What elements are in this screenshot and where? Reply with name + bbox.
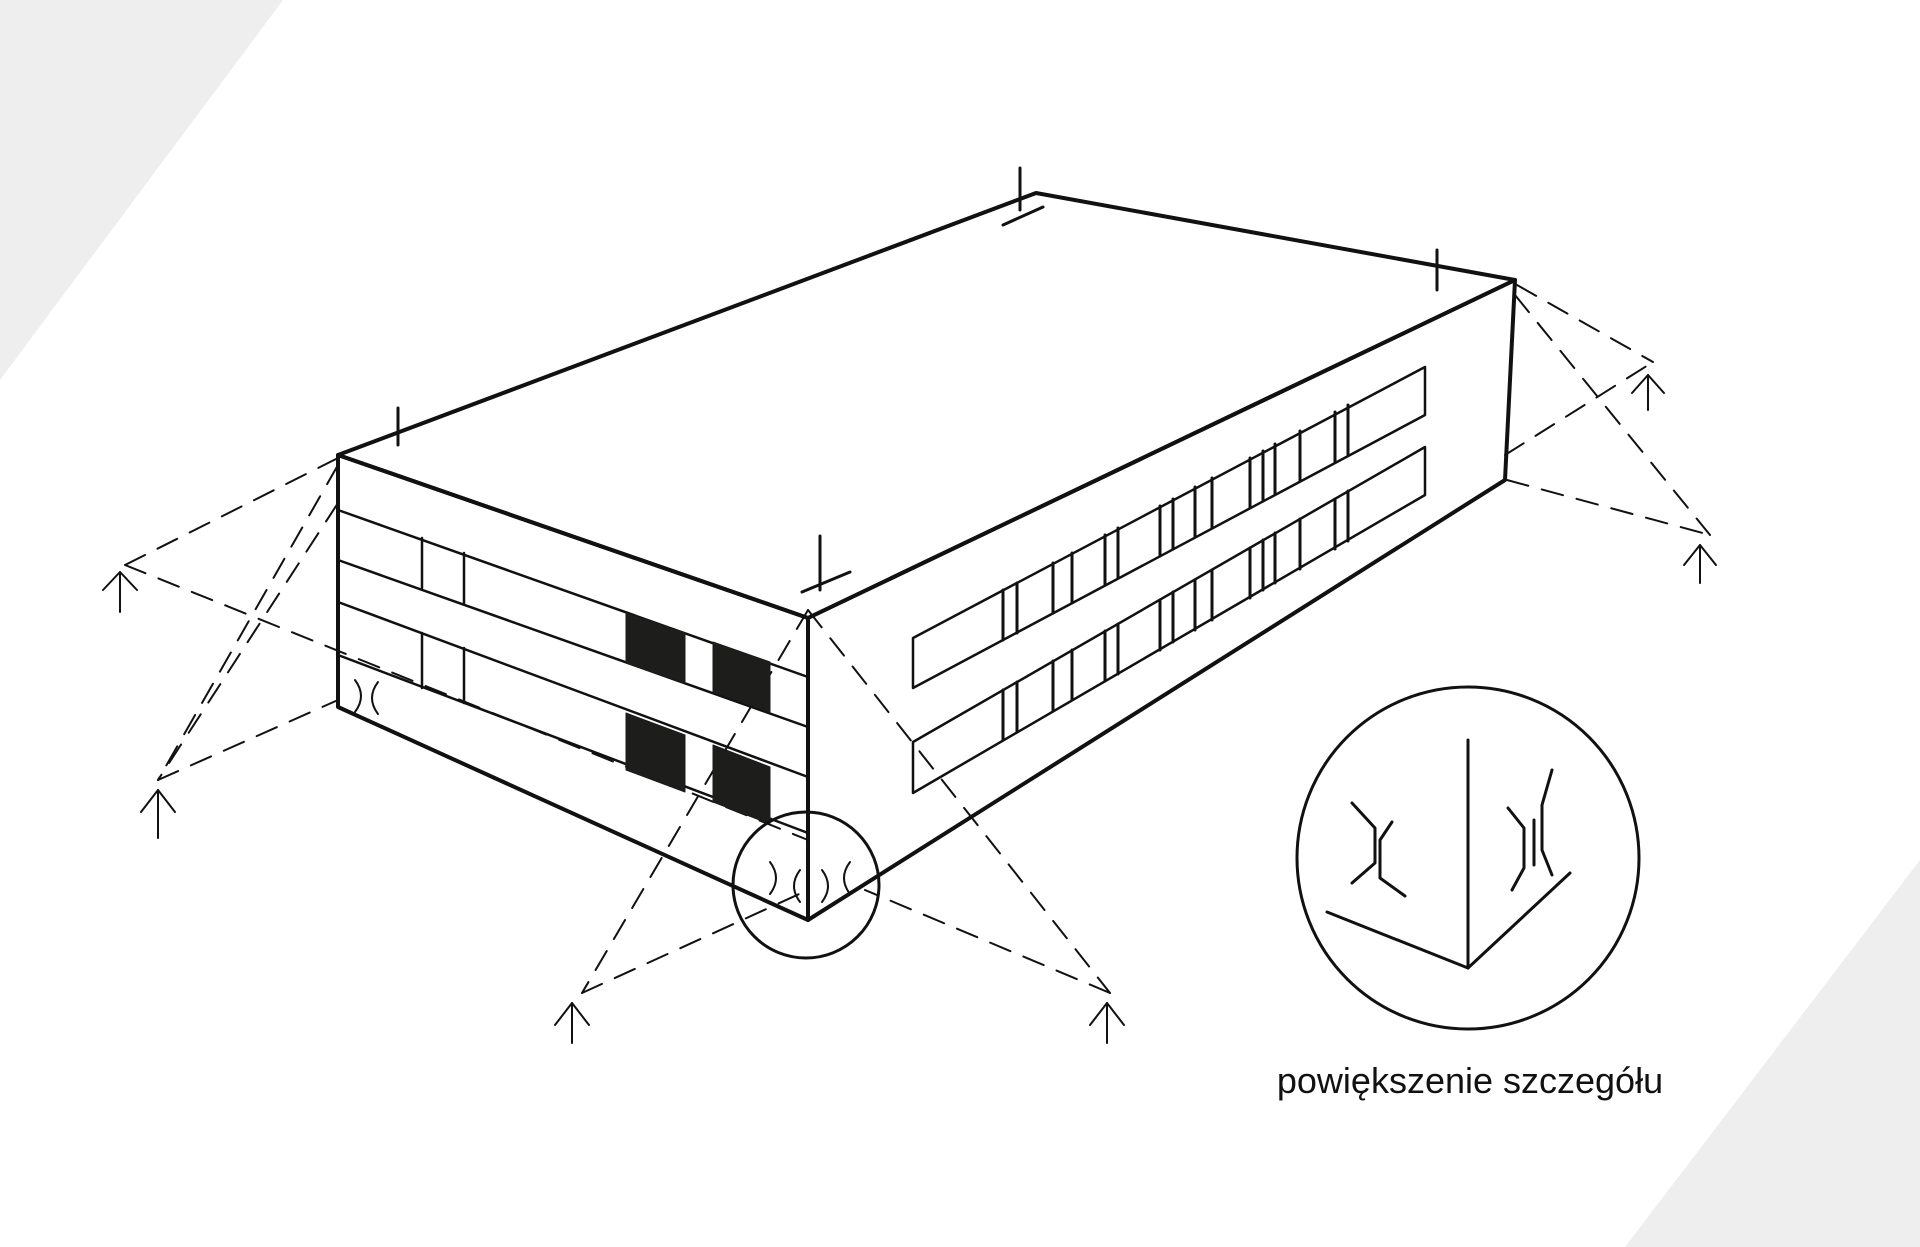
roof-ticks (396, 166, 1439, 594)
detail-caption: powiększenie szczegółu (1276, 1060, 1664, 1101)
sensor-arrow-5 (1631, 374, 1665, 411)
side-window-strip-upper (911, 365, 1427, 690)
side-window-strip-lower (911, 445, 1427, 795)
side-window-dividers (1001, 403, 1350, 742)
sensor-brackets (354, 679, 851, 903)
sensor-arrow-4 (1089, 1002, 1125, 1044)
detail-circle (1295, 685, 1641, 1031)
corner-shape-bottom-right (1625, 860, 1920, 1247)
sensor-arrow-2 (140, 789, 176, 839)
front-facade-mullions (420, 536, 466, 705)
coverage-lines (124, 284, 1711, 994)
building-roof (336, 191, 1517, 620)
dark-panels (625, 612, 771, 825)
sensor-arrow-3 (554, 1002, 590, 1044)
detail-highlight-circle (731, 810, 881, 960)
corner-shape-top-left (0, 0, 283, 380)
sensor-arrow-6 (1683, 544, 1717, 584)
building-side-facade (806, 278, 1517, 922)
building (336, 166, 1517, 922)
sensor-arrow-1 (102, 571, 138, 613)
detail-magnifier (1295, 685, 1641, 1031)
